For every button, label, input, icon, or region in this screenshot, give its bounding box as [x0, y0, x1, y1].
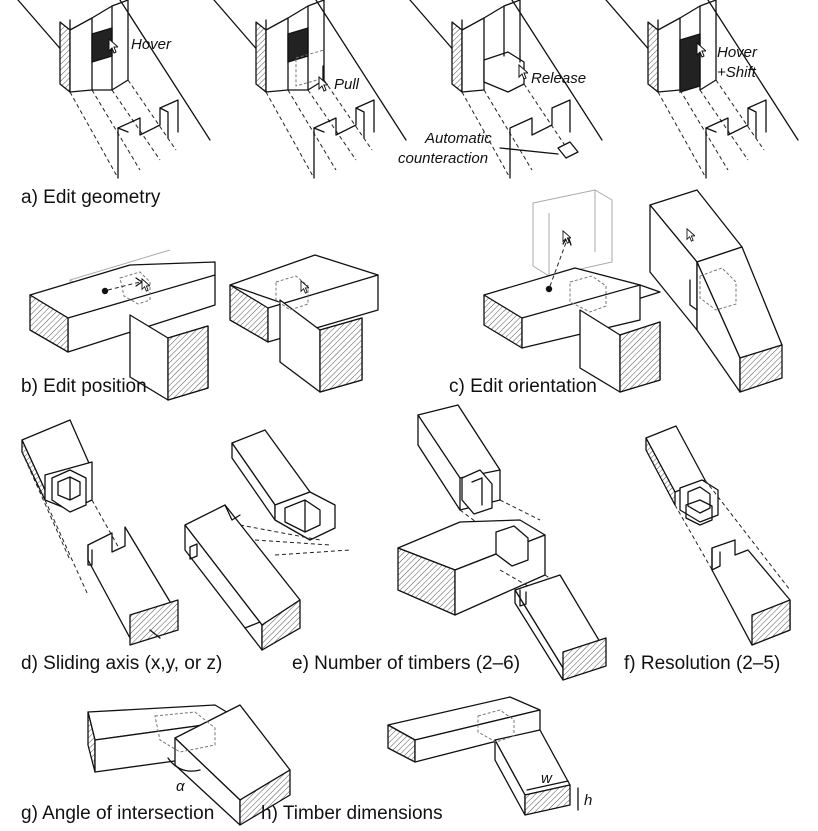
- panel-f: f) Resolution (2–5): [624, 425, 791, 674]
- caption-c: c) Edit orientation: [449, 376, 597, 397]
- panel-a-step-4: Hover +Shift: [605, 0, 799, 179]
- panel-a-step-3: Release Automatic counteraction: [398, 0, 603, 179]
- alpha-label: α: [176, 778, 185, 795]
- caption-h: h) Timber dimensions: [261, 803, 443, 824]
- rotate-handle-icon[interactable]: [545, 285, 553, 293]
- pull-label: Pull: [334, 76, 360, 93]
- panel-a-step-2: Pull: [213, 0, 407, 179]
- panel-h: w h h) Timber dimensions: [261, 696, 592, 824]
- caption-f: f) Resolution (2–5): [624, 653, 780, 674]
- panel-c: c) Edit orientation: [449, 189, 783, 397]
- release-label: Release: [531, 70, 586, 87]
- panel-a: Hover Pull: [17, 0, 799, 208]
- panel-b: b) Edit position: [21, 249, 379, 401]
- move-handle-icon[interactable]: [101, 287, 109, 295]
- h-label: h: [584, 792, 592, 809]
- hover-shift-label-1: Hover: [717, 44, 758, 61]
- hover-label: Hover: [131, 36, 172, 53]
- caption-d: d) Sliding axis (x,y, or z): [21, 653, 222, 674]
- counteraction-label: counteraction: [398, 150, 488, 167]
- automatic-label: Automatic: [424, 130, 492, 147]
- caption-e: e) Number of timbers (2–6): [292, 653, 520, 674]
- caption-a: a) Edit geometry: [21, 187, 161, 208]
- panel-e: e) Number of timbers (2–6): [292, 404, 607, 681]
- caption-g: g) Angle of intersection: [21, 803, 214, 824]
- caption-b: b) Edit position: [21, 376, 147, 397]
- hover-shift-label-2: +Shift: [717, 64, 757, 81]
- panel-d: d) Sliding axis (x,y, or z): [21, 419, 351, 674]
- panel-g: α g) Angle of intersection: [21, 704, 291, 826]
- w-label: w: [541, 770, 553, 787]
- panel-a-step-1: Hover: [17, 0, 211, 179]
